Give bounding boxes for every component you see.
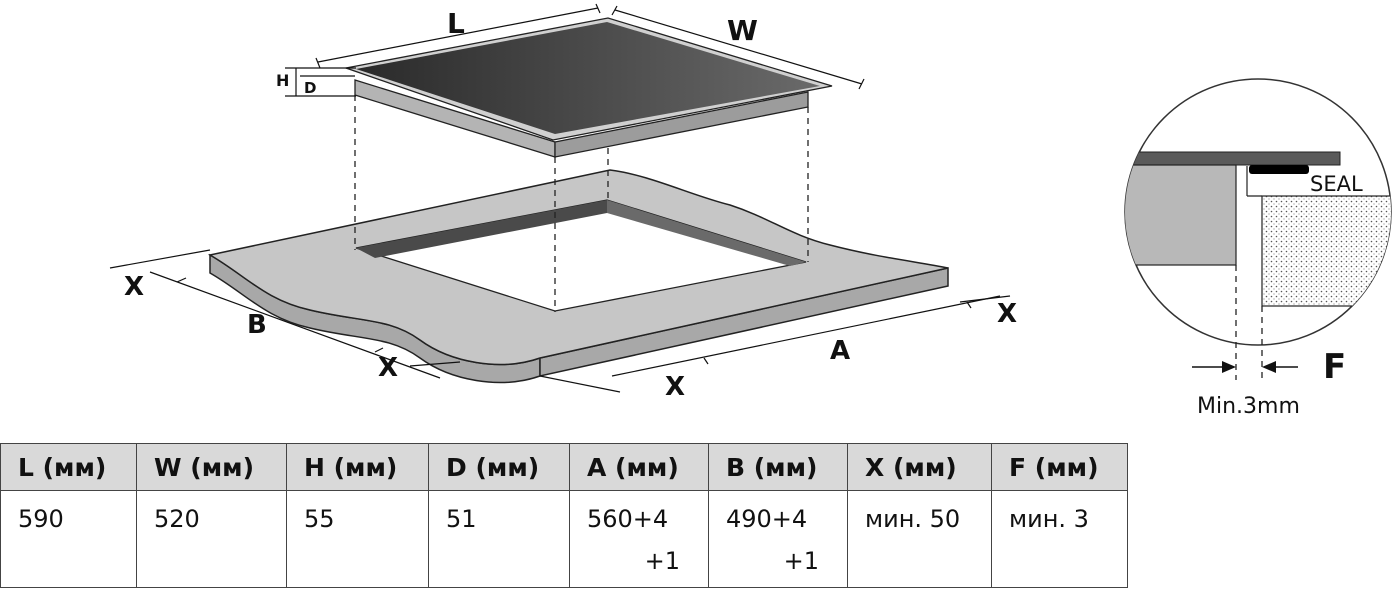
header-h: H (мм): [286, 443, 429, 491]
label-h: H: [276, 71, 289, 90]
label-f: F: [1323, 347, 1346, 387]
header-d: D (мм): [428, 443, 570, 491]
header-w: W (мм): [136, 443, 287, 491]
cell-f: мин. 3: [991, 490, 1128, 588]
label-w: W: [727, 14, 758, 47]
cell-value: мин. 50: [865, 505, 961, 533]
cell-value: 520: [154, 505, 200, 533]
label-x-left: X: [124, 272, 144, 302]
cell-a: 560+4 +1: [569, 490, 709, 588]
cell-d: 51: [428, 490, 570, 588]
label-x-front-left: X: [378, 353, 398, 383]
cell-l: 590: [0, 490, 137, 588]
seal-detail: SEAL F Min.3mm: [1124, 78, 1392, 419]
label-d: D: [304, 79, 316, 97]
cell-value: 560+4: [587, 505, 669, 533]
table-row: 590 520 55 51 560+4 +1 490+4 +1 мин. 50 ми…: [0, 490, 1128, 588]
cell-value: 490+4: [726, 505, 808, 533]
header-l: L (мм): [0, 443, 137, 491]
cell-w: 520: [136, 490, 287, 588]
cell-value: мин. 3: [1009, 505, 1089, 533]
cell-tolerance: +1: [644, 547, 680, 575]
cell-x: мин. 50: [847, 490, 992, 588]
dimension-labels: L W H D X B X X A X: [124, 7, 1017, 402]
cell-h: 55: [286, 490, 429, 588]
cell-b: 490+4 +1: [708, 490, 848, 588]
cell-tolerance: +1: [783, 547, 819, 575]
header-x: X (мм): [847, 443, 992, 491]
label-x-right: X: [997, 299, 1017, 329]
cell-value: 55: [304, 505, 335, 533]
installation-diagram: L W H D X B X X A X SEAL F Min.3mm: [109, 3, 1392, 419]
seal-strip: [1249, 165, 1309, 174]
projection-lines: [354, 95, 809, 312]
header-f: F (мм): [991, 443, 1128, 491]
header-b: B (мм): [708, 443, 848, 491]
countertop: [207, 169, 949, 384]
dimensions-table: L (мм) W (мм) H (мм) D (мм) A (мм) B (мм…: [0, 443, 1128, 588]
label-b: B: [247, 310, 267, 340]
cell-value: 590: [18, 505, 64, 533]
label-min-gap: Min.3mm: [1197, 394, 1300, 419]
header-a: A (мм): [569, 443, 709, 491]
label-x-front-right: X: [665, 372, 685, 402]
label-a: A: [830, 336, 850, 366]
label-l: L: [447, 7, 465, 40]
cooktop-hob: [343, 17, 833, 158]
dimension-lines: [109, 3, 1011, 393]
label-seal: SEAL: [1310, 172, 1363, 196]
table-header-row: L (мм) W (мм) H (мм) D (мм) A (мм) B (мм…: [0, 443, 1128, 491]
cell-value: 51: [446, 505, 477, 533]
